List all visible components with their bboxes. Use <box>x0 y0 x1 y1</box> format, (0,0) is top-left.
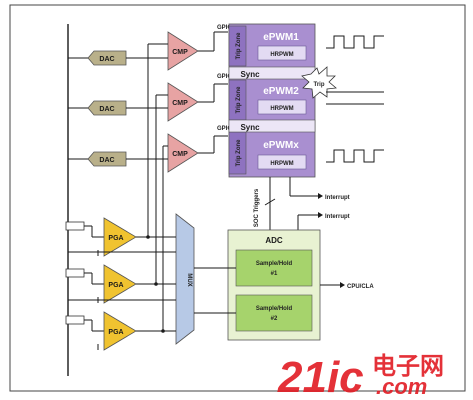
cmp-label-1: CMP <box>172 49 188 56</box>
interrupt-label-1: Interrupt <box>325 195 350 201</box>
pwm-waveform-1 <box>326 35 384 49</box>
epwmx-label: ePWMx <box>263 140 299 151</box>
watermark-logo: 21ic 电子网 .com <box>277 353 444 400</box>
watermark-com: .com <box>376 374 427 399</box>
sample-hold-2-line2: #2 <box>271 316 278 322</box>
pwm-waveform-3 <box>326 149 384 163</box>
hrpwm-label-2: HRPWM <box>270 106 293 112</box>
soc-bus-slash <box>264 198 276 206</box>
pga-input-resistor-1 <box>65 221 85 231</box>
sync-block-1: Sync <box>228 66 316 80</box>
pga-block-2: PGA <box>103 264 137 304</box>
cmp-block-3: CMP <box>167 133 199 173</box>
cpu-cla-label: CPU/CLA <box>347 284 374 290</box>
epwm2-label: ePWM2 <box>263 86 299 97</box>
pga-block-3: PGA <box>103 311 137 351</box>
gpio-label-3: GPIO <box>217 126 232 132</box>
epwm1-label: ePWM1 <box>263 32 299 43</box>
junction-1 <box>146 235 150 239</box>
sample-hold-1-line1: Sample/Hold <box>256 261 293 267</box>
pga-block-1: PGA <box>103 217 137 257</box>
dac-block-1: DAC <box>87 50 127 66</box>
sample-hold-1-line2: #1 <box>271 271 278 277</box>
dac-label-1: DAC <box>99 56 114 63</box>
sync-label-2: Sync <box>240 123 260 132</box>
interrupt-label-2: Interrupt <box>325 214 350 220</box>
dac-label-3: DAC <box>99 157 114 164</box>
sample-hold-1: Sample/Hold #1 <box>235 249 313 287</box>
trip-burst: Trip <box>301 66 337 99</box>
soc-triggers-label: SOC Triggers <box>254 188 260 227</box>
watermark-chinese: 电子网 <box>372 353 444 380</box>
mux-label: MUX <box>186 273 192 286</box>
interrupt-arrow-2 <box>318 212 323 218</box>
trip-zone-label-3: Trip Zone <box>236 139 242 167</box>
sync-block-2: Sync <box>228 119 316 133</box>
trip-label: Trip <box>313 82 324 88</box>
trip-zone-label-1: Trip Zone <box>236 32 242 60</box>
dac-block-2: DAC <box>87 100 127 116</box>
hrpwm-label-1: HRPWM <box>270 52 293 58</box>
diagram-frame <box>9 4 466 392</box>
sync-label-1: Sync <box>240 70 260 79</box>
trip-zone-label-2: Trip Zone <box>236 86 242 114</box>
watermark-number: 21ic <box>277 353 364 400</box>
trip-zone-2: Trip Zone <box>228 79 247 121</box>
pga-input-resistor-3 <box>65 315 85 325</box>
junction-2 <box>154 282 158 286</box>
gpio-label-1: GPIO <box>217 25 232 31</box>
cmp-label-3: CMP <box>172 151 188 158</box>
pga-label-3: PGA <box>108 329 123 336</box>
trip-zone-3: Trip Zone <box>228 131 247 175</box>
pga-label-2: PGA <box>108 282 123 289</box>
hrpwm-label-3: HRPWM <box>270 161 293 167</box>
sample-hold-2-line1: Sample/Hold <box>256 306 293 312</box>
hrpwm-block-1: HRPWM <box>257 45 307 61</box>
hrpwm-block-2: HRPWM <box>257 99 307 115</box>
junction-3 <box>161 329 165 333</box>
cmp-block-2: CMP <box>167 82 199 122</box>
dac-block-3: DAC <box>87 151 127 167</box>
sample-hold-2: Sample/Hold #2 <box>235 294 313 332</box>
trip-zone-1: Trip Zone <box>228 25 247 67</box>
cmp-label-2: CMP <box>172 100 188 107</box>
cmp-block-1: CMP <box>167 31 199 71</box>
pga-input-resistor-2 <box>65 268 85 278</box>
gpio-label-2: GPIO <box>217 74 232 80</box>
dac-label-2: DAC <box>99 106 114 113</box>
adc-title: ADC <box>265 236 283 245</box>
interrupt-arrow-1 <box>318 193 323 199</box>
adc-to-cpu-arrow <box>340 282 345 288</box>
pga-label-1: PGA <box>108 235 123 242</box>
mux-block: MUX <box>175 213 195 345</box>
hrpwm-block-3: HRPWM <box>257 154 307 170</box>
